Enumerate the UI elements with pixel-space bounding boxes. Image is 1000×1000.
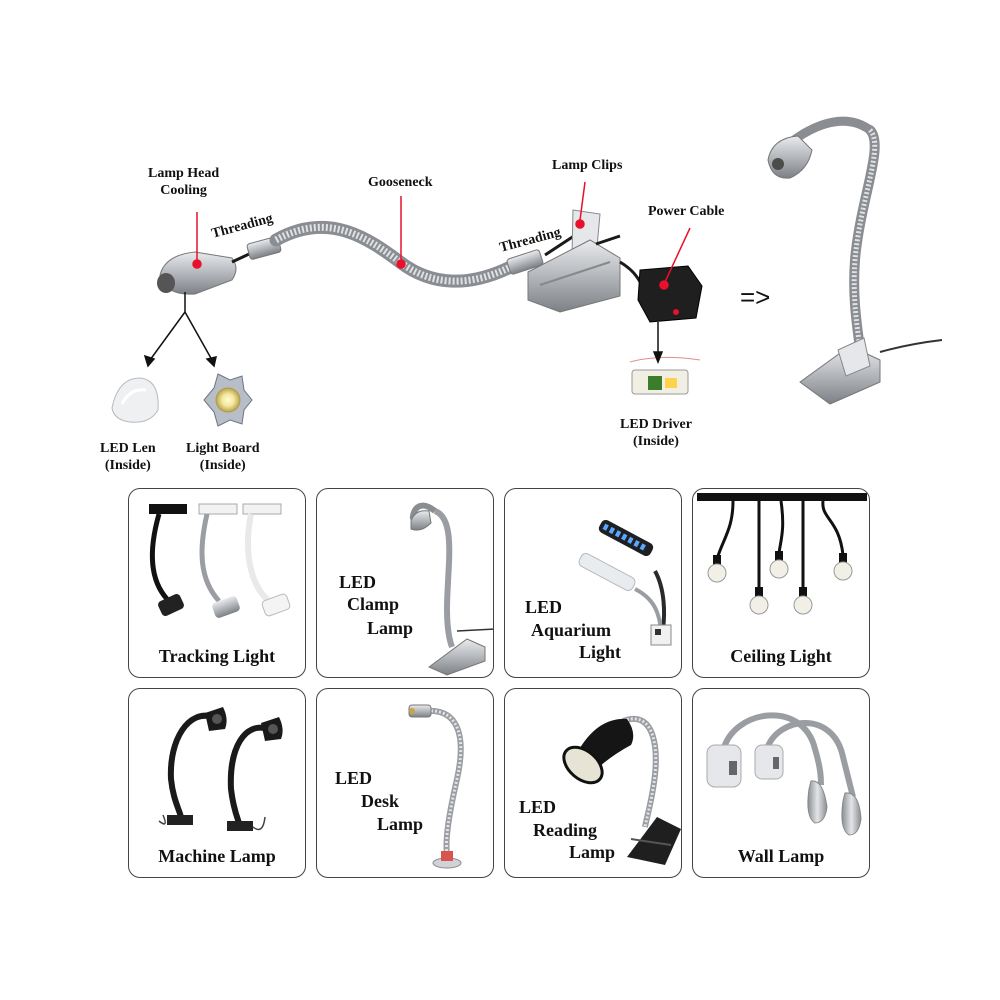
- label-line: (Inside): [199, 458, 246, 473]
- ceiling-light-icon: [697, 493, 867, 615]
- label-led-len: LED Len (Inside): [100, 440, 156, 474]
- clamp-lamp-icon: [409, 502, 493, 676]
- card-ceiling-light: Ceiling Light: [692, 488, 870, 678]
- label-line: Cooling: [160, 183, 207, 198]
- card-led-reading-lamp: LED Reading Lamp: [504, 688, 682, 878]
- caption-line-2: Aquarium: [531, 620, 612, 640]
- caption-line-2: Desk: [361, 791, 400, 811]
- label-line: Lamp Head: [148, 166, 220, 181]
- caption-line-3: Lamp: [367, 618, 414, 638]
- label-line: (Inside): [104, 458, 151, 473]
- caption-machine-lamp: Machine Lamp: [158, 846, 276, 866]
- caption-line-1: LED: [519, 797, 557, 817]
- label-power-cable: Power Cable: [648, 204, 725, 219]
- label-lamp-clips: Lamp Clips: [552, 158, 623, 173]
- caption-line-3: Lamp: [569, 842, 616, 862]
- label-line: Light Board: [186, 441, 260, 456]
- led-driver-board: [629, 356, 701, 395]
- card-led-aquarium-light: LED Aquarium Light: [504, 488, 682, 678]
- machine-lamp-icon: [158, 707, 283, 831]
- caption-ceiling-light: Ceiling Light: [730, 646, 832, 666]
- label-lamp-head-cooling: Lamp Head Cooling: [148, 165, 219, 199]
- caption-line-2: Clamp: [347, 594, 400, 614]
- assembly-arrow: =>: [740, 282, 771, 312]
- caption-line-3: Light: [579, 642, 622, 662]
- caption-line-3: Lamp: [377, 814, 424, 834]
- desk-lamp-icon: [408, 704, 464, 869]
- lamp-head: [157, 246, 263, 295]
- caption-line-1: LED: [339, 572, 377, 592]
- callout-markers: [192, 181, 691, 290]
- caption-tracking-light: Tracking Light: [158, 646, 276, 666]
- component-diagram: Lamp Head Cooling Threading Gooseneck Th…: [0, 0, 1000, 480]
- light-board: [203, 373, 253, 427]
- caption-line-1: LED: [525, 597, 563, 617]
- label-line: LED Len: [100, 441, 156, 456]
- reading-lamp-icon: [562, 715, 681, 865]
- label-light-board: Light Board (Inside): [186, 440, 260, 474]
- label-line: (Inside): [633, 434, 679, 449]
- card-tracking-light: Tracking Light: [128, 488, 306, 678]
- tracking-light-icon: [149, 503, 291, 618]
- power-adapter: [619, 260, 703, 323]
- aquarium-light-icon: [578, 519, 672, 646]
- component-diagram-art: [111, 116, 943, 427]
- card-machine-lamp: Machine Lamp: [128, 688, 306, 878]
- card-led-desk-lamp: LED Desk Lamp: [316, 688, 494, 878]
- led-lens: [111, 377, 159, 423]
- caption-wall-lamp: Wall Lamp: [737, 846, 825, 866]
- assembled-clamp-lamp: [767, 116, 943, 405]
- label-led-driver: LED Driver (Inside): [620, 416, 692, 450]
- driver-arrow: [652, 322, 664, 365]
- split-arrows: [143, 292, 217, 368]
- label-gooseneck: Gooseneck: [368, 175, 433, 190]
- caption-line-1: LED: [335, 768, 373, 788]
- gooseneck-tube: [269, 220, 527, 288]
- caption-line-2: Reading: [533, 820, 598, 840]
- card-led-clamp-lamp: LED Clamp Lamp: [316, 488, 494, 678]
- label-line: LED Driver: [620, 417, 692, 432]
- card-wall-lamp: Wall Lamp: [692, 688, 870, 878]
- wall-lamp-icon: [706, 712, 862, 836]
